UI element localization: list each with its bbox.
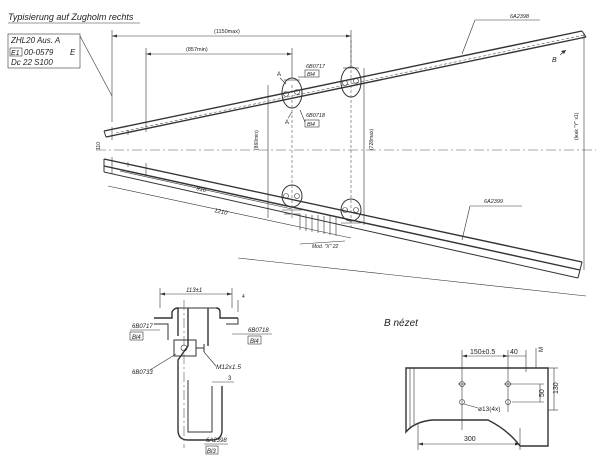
section-a-lower: A: [285, 120, 289, 126]
info-box-frame: [7, 33, 81, 69]
label-6b0718-section: 6B0718: [248, 328, 269, 334]
info-line-2c: E: [70, 48, 76, 57]
dim-1210: 1210: [214, 208, 229, 217]
dim-728: (728max): [369, 129, 375, 150]
section-a-upper: A: [277, 72, 281, 78]
label-6b0718-main: 6B0718: [306, 113, 326, 119]
dim-113: 113±1: [186, 288, 202, 294]
lower-beam: [103, 158, 583, 279]
label-6a2399-main: 6A2399: [484, 199, 503, 205]
dim-857-line: [145, 48, 293, 120]
dim-1150: (1150max): [214, 29, 240, 35]
label-6b0717-section: 6B0717: [132, 324, 153, 330]
drawing-title: Typisierung auf Zugholm rechts: [8, 12, 134, 22]
info-box: ZHL20 Aus. A E1 00-0579 E Dc 22 S100: [7, 33, 113, 97]
dim-300: 300: [464, 436, 476, 443]
label-mod-x: Mod. "X" 22: [312, 244, 339, 250]
label-bl4-section-left: Bl4: [132, 335, 141, 341]
info-line-1: ZHL20 Aus. A: [10, 36, 60, 45]
label-6b0733: 6B0733: [132, 370, 153, 376]
dim-910-line: [119, 170, 293, 210]
label-bl4-section-right: Bl4: [250, 339, 259, 345]
hole-label: ø13(4x): [478, 406, 500, 413]
info-leader: [79, 35, 113, 97]
view-b-title: B nézet: [384, 318, 419, 329]
dim-3: 3: [228, 376, 232, 382]
dim-130: 130: [553, 382, 560, 394]
section-view: 113±1 4: [154, 288, 245, 448]
label-6a2398-main: 6A2398: [510, 14, 530, 20]
upper-beam: [103, 30, 587, 138]
info-line-2a: E1: [11, 50, 20, 57]
view-b-detail: 150±0.5 40 M 50 130 ø13(4x) 300: [405, 347, 560, 450]
dim-150: 150±0.5: [470, 349, 495, 356]
construction-line: [237, 257, 587, 297]
dim-910: 910: [196, 186, 208, 194]
info-line-3: Dc 22 S100: [11, 58, 53, 67]
dim-50: 50: [539, 389, 546, 397]
label-bl4-a: Bl4: [307, 72, 315, 78]
info-line-2b: 00-0579: [24, 48, 54, 57]
dim-857: (857min): [186, 47, 208, 53]
dim-1150-line: [111, 30, 352, 122]
label-bl3: Bl3: [207, 449, 216, 455]
dim-right: (leak "Y" x1): [574, 112, 580, 140]
dim-110: 110: [96, 142, 102, 150]
label-6a2398-section: 6A2398: [206, 438, 227, 444]
info-e1-frame: [9, 47, 23, 57]
dim-4: 4: [242, 294, 245, 300]
dim-m: M: [539, 347, 545, 352]
label-m12: M12x1.5: [216, 364, 241, 371]
dim-40: 40: [510, 349, 518, 356]
view-b-marker: B: [552, 57, 557, 64]
left-end-marks: [111, 120, 147, 176]
label-bl4-b: Bl4: [307, 122, 315, 128]
dim-1210-line: [107, 185, 352, 239]
dim-860: (860min): [254, 130, 260, 150]
label-6b0717-main: 6B0717: [306, 64, 326, 70]
